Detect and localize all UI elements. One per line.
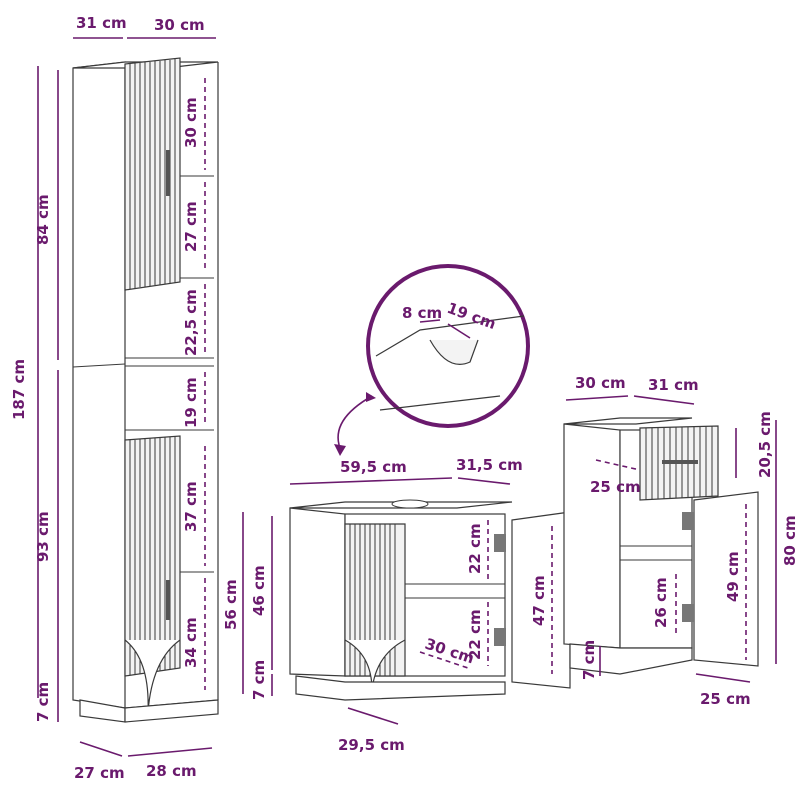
tall-cabinet-side-panel (72, 61, 126, 709)
handle-icon (662, 460, 698, 464)
dim-shelf-3: 22,5 cm (182, 289, 200, 356)
tall-cabinet-lower-door (124, 435, 181, 713)
sink-cabinet-dimensions: 59,5 cm 31,5 cm 56 cm 46 cm 7 cm 22 cm 2… (222, 456, 553, 754)
dim-sink-depth: 31,5 cm (456, 456, 523, 474)
dim-small-leg-height: 7 cm (580, 640, 598, 680)
dim-base-depth: 27 cm (74, 764, 125, 782)
dim-small-depth: 31 cm (648, 376, 699, 394)
tall-cabinet (72, 57, 219, 723)
dim-sink-shelf-upper: 22 cm (466, 523, 484, 574)
hinge-icon (494, 628, 506, 646)
sink-cabinet-left-door (344, 523, 406, 691)
dim-width-front: 30 cm (154, 16, 205, 34)
dim-total-height: 187 cm (10, 359, 28, 420)
sink-cabinet-right-door (494, 511, 571, 689)
dim-small-drawer-depth: 25 cm (590, 478, 641, 496)
dim-width-side: 31 cm (76, 14, 127, 32)
dim-cutout-width: 8 cm (402, 304, 442, 322)
dim-base-width: 28 cm (146, 762, 197, 780)
tall-cabinet-shelves (125, 175, 214, 573)
dim-small-total-height: 80 cm (781, 515, 799, 566)
dim-sink-leg-height: 7 cm (250, 660, 268, 700)
dim-shelf-4: 19 cm (182, 377, 200, 428)
small-cabinet-drawer (639, 425, 719, 501)
dim-small-door-height: 49 cm (724, 551, 742, 602)
dim-sink-shelf-lower: 22 cm (466, 609, 484, 660)
sink-cabinet-side (289, 507, 346, 677)
hinge-icon (682, 512, 694, 530)
tall-cabinet-upper-door (124, 57, 181, 291)
hinge-icon (494, 534, 506, 552)
tall-cabinet-dimensions: 31 cm 30 cm 187 cm 84 cm 93 cm 7 cm 30 c… (10, 14, 216, 782)
dim-small-shelf-height: 26 cm (652, 577, 670, 628)
handle-icon (166, 150, 170, 196)
dim-shelf-2: 27 cm (182, 201, 200, 252)
dim-sink-base-depth: 29,5 cm (338, 736, 405, 754)
small-cabinet-top (563, 417, 693, 425)
sink-cabinet (289, 499, 571, 701)
sink-cabinet-plinth (295, 675, 506, 701)
small-cabinet-dimensions: 30 cm 31 cm 20,5 cm 25 cm 80 cm 49 cm 26… (565, 374, 799, 708)
dim-sink-inner-height: 46 cm (250, 565, 268, 616)
dim-sink-total-height: 56 cm (222, 579, 240, 630)
dim-sink-width: 59,5 cm (340, 458, 407, 476)
dim-upper-height: 84 cm (34, 194, 52, 245)
dim-small-base-depth: 25 cm (700, 690, 751, 708)
small-cabinet-side (563, 423, 621, 649)
dim-lower-height: 93 cm (34, 511, 52, 562)
small-cabinet (563, 417, 759, 675)
cutout-detail: 8 cm 19 cm (334, 264, 530, 456)
dim-small-drawer-height: 20,5 cm (756, 411, 774, 478)
sink-cutout (429, 339, 479, 365)
dim-small-width: 30 cm (575, 374, 626, 392)
handle-icon (166, 580, 170, 620)
dim-shelf-top: 30 cm (182, 97, 200, 148)
dim-leg-height: 7 cm (34, 682, 52, 722)
dim-shelf-5: 37 cm (182, 481, 200, 532)
dim-shelf-6: 34 cm (182, 617, 200, 668)
hinge-icon (682, 604, 694, 622)
dim-sink-door-height: 47 cm (530, 575, 548, 626)
detail-pointer-arrow (337, 395, 373, 449)
small-cabinet-door (682, 491, 759, 667)
